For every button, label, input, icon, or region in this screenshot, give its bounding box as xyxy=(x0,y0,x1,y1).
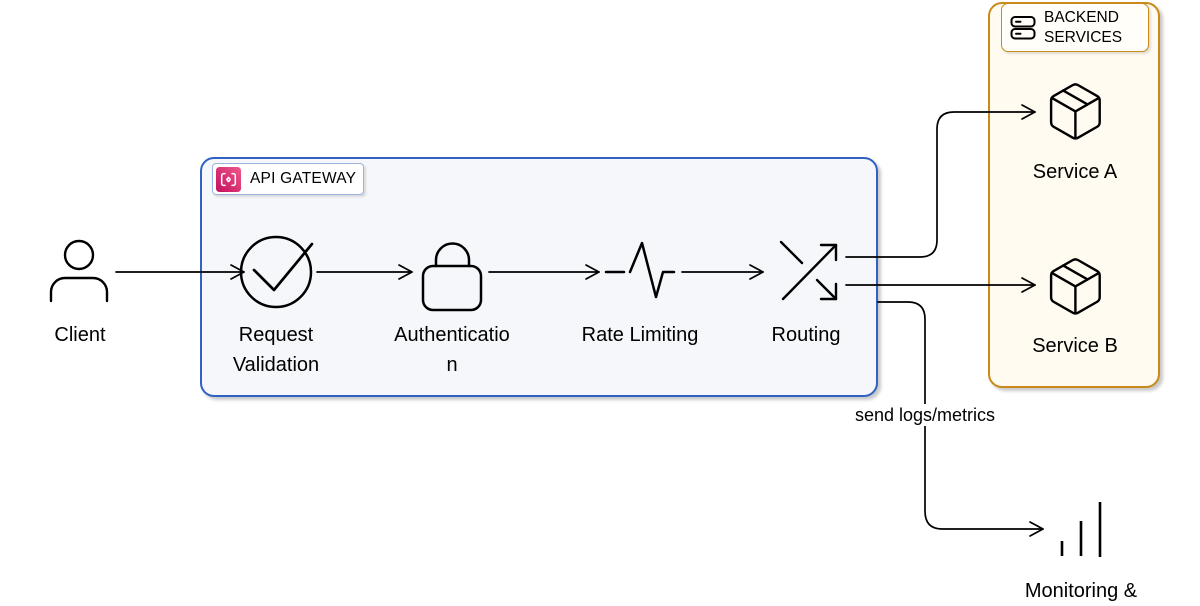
api-gateway-icon xyxy=(216,166,241,192)
package-icon xyxy=(1049,83,1101,140)
service-a-label: Service A xyxy=(1032,161,1118,183)
api-gateway-title: API GATEWAY xyxy=(250,170,357,187)
check-circle-icon xyxy=(239,235,314,309)
server-icon xyxy=(1010,16,1036,40)
edge-ratelimit-to-routing xyxy=(681,264,764,280)
backend-services-container xyxy=(988,2,1160,388)
routing-label: Routing xyxy=(771,324,841,346)
edge-validation-to-auth xyxy=(316,264,413,280)
backend-services-title-chip: BACKEND SERVICES xyxy=(1001,3,1149,52)
api-gateway-title-chip: API GATEWAY xyxy=(212,163,364,195)
edge-routing-to-service-b xyxy=(845,277,1036,293)
backend-services-title: BACKEND SERVICES xyxy=(1044,8,1123,46)
monitoring-label: Monitoring & xyxy=(1024,580,1138,602)
request-validation-label: Request Validation xyxy=(232,324,320,376)
edge-client-to-gateway xyxy=(115,264,245,280)
pulse-icon xyxy=(604,241,676,299)
authentication-label: Authentication xyxy=(394,324,510,376)
client-label: Client xyxy=(54,324,106,346)
service-b-label: Service B xyxy=(1032,335,1118,357)
lock-icon xyxy=(421,242,483,312)
client-person-icon xyxy=(49,239,109,303)
send-logs-metrics-label: send logs/metrics xyxy=(832,404,1018,426)
rate-limiting-label: Rate Limiting xyxy=(581,324,699,346)
edge-auth-to-ratelimit xyxy=(488,264,600,280)
bar-chart-icon xyxy=(1060,502,1102,557)
edge-routing-to-service-a xyxy=(845,104,1036,258)
api-gateway-container xyxy=(200,157,878,397)
package-icon xyxy=(1049,258,1101,315)
shuffle-icon xyxy=(779,240,838,301)
